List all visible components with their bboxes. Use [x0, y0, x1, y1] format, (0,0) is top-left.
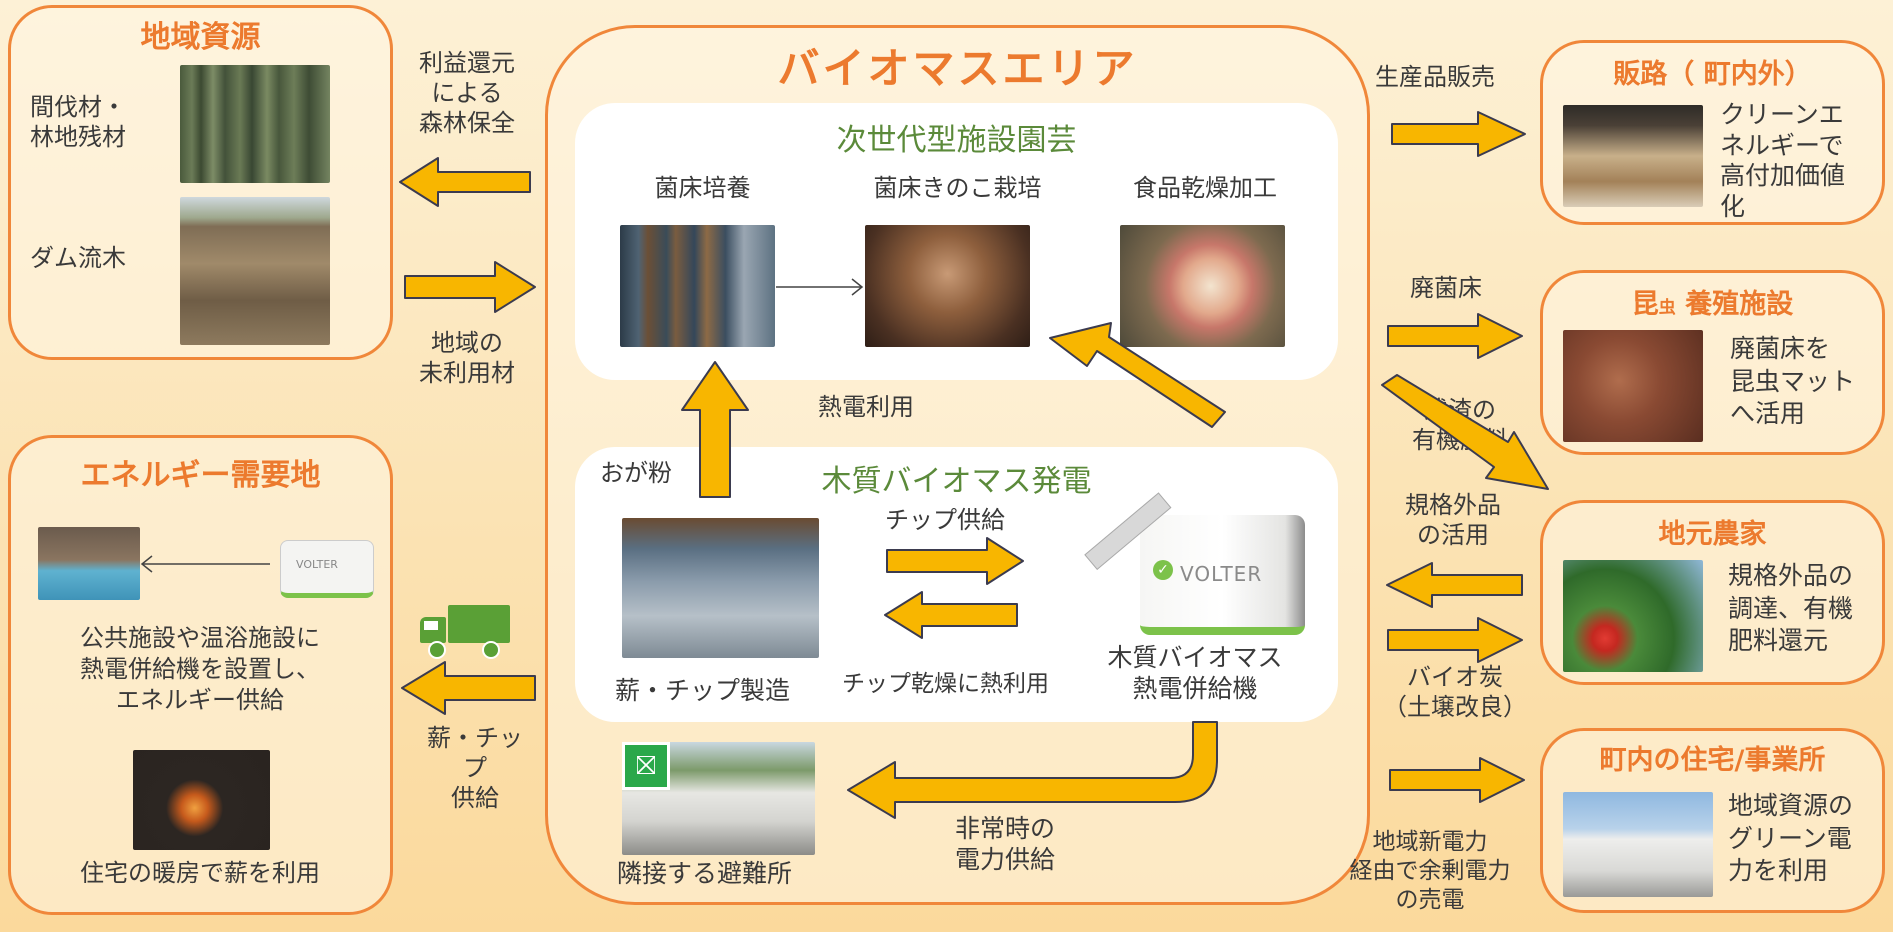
market-title: 販路（ 町内外）: [1613, 59, 1812, 90]
arrow-spent-bed: [1387, 313, 1523, 359]
chp-check-icon: ✓: [1153, 560, 1173, 580]
arrow-emergency: [847, 721, 1218, 819]
home-heating-text: 住宅の暖房で薪を利用: [80, 859, 320, 887]
dried-food-photo: [1120, 225, 1285, 347]
insect-title-rest: 養殖施設: [1675, 289, 1794, 320]
unused-wood-label: 地域の 未利用材: [419, 329, 515, 387]
biomass-area-title: バイオマスエリア: [777, 44, 1138, 93]
power-generation-title: 木質バイオマス発電: [821, 464, 1092, 499]
biochar-label: バイオ炭 （土壌改良）: [1383, 663, 1527, 721]
arrow-biochar: [1387, 617, 1523, 663]
housing-text: 地域資源の グリーン電 力を利用: [1728, 791, 1854, 885]
dam-driftwood-label: ダム流木: [30, 244, 126, 272]
horticulture-title: 次世代型施設園芸: [836, 123, 1077, 158]
arrow-electricity-sales: [1389, 757, 1525, 803]
energy-demand-title: エネルギー需要地: [80, 458, 321, 493]
thin-arrow-chp-to-pool: [140, 555, 270, 573]
forest-photo: [180, 65, 330, 183]
chp-unit-label: 木質バイオマス 熱電併給機: [1107, 643, 1283, 704]
insect-mat-photo: [1563, 330, 1703, 442]
shelter-label: 隣接する避難所: [617, 859, 793, 888]
emergency-power-label: 非常時の 電力供給: [954, 814, 1055, 875]
chp-logo: VOLTER: [1180, 562, 1263, 586]
chip-supply-label: チップ供給: [885, 506, 1005, 534]
arrow-firewood-supply: [401, 661, 536, 715]
arrow-residue-fertilizer: [1381, 374, 1549, 490]
electricity-sales-label: 地域新電力 経由で余剰電力 の売電: [1349, 829, 1511, 913]
driftwood-photo: [180, 197, 330, 345]
public-facility-text: 公共施設や温浴施設に 熱電併給機を設置し、 エネルギー供給: [80, 624, 320, 715]
culture-rack-photo: [620, 225, 775, 347]
house-photo: [1563, 792, 1713, 897]
small-chp-unit: [280, 540, 374, 598]
arrow-sawdust-up: [681, 361, 749, 498]
arrow-offspec-use: [1386, 562, 1523, 608]
spent-bed-label: 廃菌床: [1410, 274, 1482, 302]
farmer-text: 規格外品の 調達、有機 肥料還元: [1728, 561, 1854, 655]
mushroom-bed-culture-label: 菌床培養: [654, 174, 751, 202]
insect-title-main: 昆: [1631, 289, 1659, 320]
food-drying-label: 食品乾燥加工: [1133, 174, 1277, 202]
firewood-supply-label: 薪・チッ プ 供給: [427, 724, 523, 812]
wood-stove-photo: [133, 750, 270, 850]
insect-text: 廃菌床を 昆虫マット へ活用: [1730, 334, 1856, 428]
insect-title: 昆虫 養殖施設: [1540, 282, 1885, 321]
arrow-heat-power-diag: [1049, 322, 1226, 428]
thinning-wood-label: 間伐材・ 林地残材: [30, 93, 126, 151]
insect-title-small: 虫: [1658, 298, 1676, 318]
heat-power-use-label: 熱電利用: [818, 393, 914, 421]
chip-plant-photo: [622, 518, 819, 658]
arrow-chip-supply: [886, 537, 1024, 585]
sawdust-label: おが粉: [600, 459, 672, 487]
arrow-to-forest: [399, 157, 531, 207]
pool-photo: [38, 527, 140, 600]
thin-arrow-culture-to-cultivation: [776, 278, 864, 296]
shop-photo: [1563, 105, 1703, 207]
farmer-title: 地元農家: [1658, 519, 1767, 550]
local-resources-title: 地域資源: [140, 20, 261, 55]
wood-chip-production-label: 薪・チップ製造: [615, 676, 791, 705]
truck-icon: [418, 605, 510, 659]
offspec-use-label: 規格外品 の活用: [1405, 491, 1501, 549]
mushroom-cultivation-label: 菌床きのこ栽培: [873, 174, 1042, 202]
arrow-chip-dry: [884, 591, 1018, 639]
strawberry-photo: [1563, 560, 1703, 672]
market-text: クリーンエ ネルギーで 高付加価値 化: [1720, 100, 1846, 221]
small-chp-logo: VOLTER: [296, 558, 338, 571]
emergency-exit-icon: ⛝: [622, 742, 670, 790]
arrow-product-sales: [1391, 111, 1526, 157]
housing-title: 町内の住宅/事業所: [1599, 745, 1826, 776]
arrow-unused-wood: [404, 261, 536, 313]
forest-conservation-label: 利益還元 による 森林保全: [419, 49, 515, 137]
chip-drying-label: チップ乾燥に熱利用: [842, 671, 1049, 697]
product-sales-label: 生産品販売: [1375, 63, 1495, 91]
shiitake-photo: [865, 225, 1030, 347]
